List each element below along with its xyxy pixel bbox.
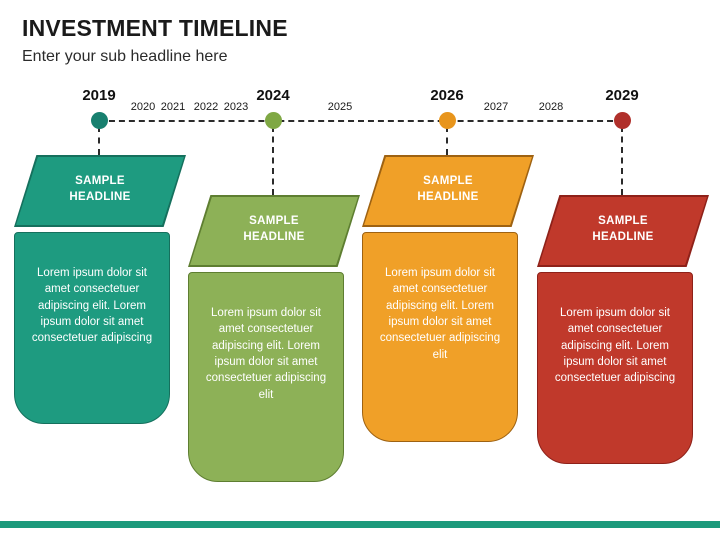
timeline-axis-line [99, 120, 623, 122]
card-header-fill-4 [539, 197, 707, 265]
heading-block: INVESTMENT TIMELINE Enter your sub headl… [22, 15, 622, 66]
card-body-4: Lorem ipsum dolor sit amet consectetuer … [537, 272, 693, 464]
timeline-year-2020: 2020 [130, 101, 156, 113]
page-subtitle: Enter your sub headline here [22, 48, 228, 66]
timeline-year-2024: 2024 [256, 87, 290, 104]
timeline-year-2023: 2023 [223, 101, 249, 113]
footer-accent-bar [0, 521, 720, 528]
milestone-dot-2029[interactable] [613, 112, 631, 129]
card-header-fill-3 [364, 157, 532, 225]
timeline-year-2026: 2026 [430, 87, 464, 104]
milestone-dot-2024[interactable] [264, 112, 282, 129]
timeline-year-2027: 2027 [483, 101, 509, 113]
card-header-fill-2 [190, 197, 358, 265]
milestone-dot-2026[interactable] [438, 112, 456, 129]
connector-line-card-1 [98, 126, 100, 155]
card-body-3: Lorem ipsum dolor sit amet consectetuer … [362, 232, 518, 442]
card-body-1: Lorem ipsum dolor sit amet consectetuer … [14, 232, 170, 424]
timeline-year-2022: 2022 [193, 101, 219, 113]
timeline-year-2028: 2028 [538, 101, 564, 113]
milestone-dot-2019[interactable] [90, 112, 108, 129]
connector-line-card-2 [272, 126, 274, 195]
timeline-year-2019: 2019 [82, 87, 116, 104]
connector-line-card-3 [446, 126, 448, 155]
card-body-2: Lorem ipsum dolor sit amet consectetuer … [188, 272, 344, 482]
timeline-year-2025: 2025 [327, 101, 353, 113]
timeline-year-2029: 2029 [605, 87, 639, 104]
page-title: INVESTMENT TIMELINE [22, 15, 288, 41]
timeline-year-2021: 2021 [160, 101, 186, 113]
card-header-fill-1 [16, 157, 184, 225]
connector-line-card-4 [621, 126, 623, 195]
